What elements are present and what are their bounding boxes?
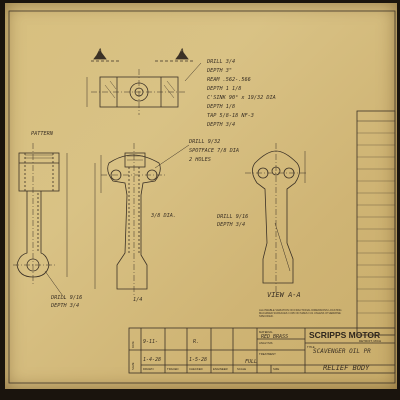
scale-label: SCALE bbox=[237, 367, 246, 371]
scale-value: FULL bbox=[245, 359, 257, 365]
role-drawn: DRAWN bbox=[143, 367, 153, 371]
view-label-a-a: VIEW A-A bbox=[267, 291, 301, 299]
title-block bbox=[128, 327, 396, 374]
section-label-a-right: A bbox=[178, 48, 184, 58]
mid-notes: DRILL 9/32 SPOTFACE 7/8 DIA 2 HOLES bbox=[188, 139, 242, 163]
section-view-a-a bbox=[245, 143, 307, 293]
drill-note-right-line: DRILL 9/16 bbox=[216, 214, 248, 220]
center-view bbox=[94, 143, 167, 297]
material-label: MATERIAL bbox=[259, 330, 273, 334]
company-city: DETROIT, MICH bbox=[359, 339, 381, 343]
top-note-line: DEPTH 3/4 bbox=[206, 122, 235, 128]
drill-note-left-line: DEPTH 3/4 bbox=[50, 303, 79, 309]
side-label-date: DATE bbox=[131, 341, 135, 348]
row2-date: 1-4-28 bbox=[143, 357, 161, 363]
spec-note-wrapper: ALLOWABLE VARIATION ON FRACTIONAL DIMENS… bbox=[259, 309, 342, 319]
treatment-label: TREATMENT bbox=[259, 352, 276, 356]
dim-note-quarter: 1/4 bbox=[133, 297, 142, 303]
role-checked: CHECKED bbox=[189, 367, 203, 371]
section-arrow-left bbox=[93, 50, 107, 60]
analysis-label: ANALYSIS bbox=[259, 341, 273, 345]
section-label-a-left: A bbox=[96, 48, 102, 58]
row2-name: 1-5-28 bbox=[189, 357, 207, 363]
top-note-line: C'SINK 90° x 19/32 DIA bbox=[207, 95, 276, 101]
drawing-sheet: A A DRILL 3/4 DEPTH 3" REAM .562-.566 DE… bbox=[5, 3, 397, 389]
top-notes: DRILL 3/4 DEPTH 3" REAM .562-.566 DEPTH … bbox=[206, 59, 279, 128]
title-line-2: RELIEF BODY bbox=[323, 364, 370, 372]
mid-note-line: DRILL 9/32 bbox=[188, 139, 220, 145]
drill-note-right-line: DEPTH 3/4 bbox=[216, 222, 245, 228]
technical-drawing: A A DRILL 3/4 DEPTH 3" REAM .562-.566 DE… bbox=[8, 10, 396, 384]
row1-date: 9-11- bbox=[143, 339, 158, 345]
left-view bbox=[13, 143, 68, 285]
title-label: TITLE bbox=[307, 345, 315, 349]
mid-note-line: 2 HOLES bbox=[189, 157, 211, 163]
top-note-line: DEPTH 3" bbox=[206, 68, 232, 74]
top-note-line: DRILL 3/4 bbox=[206, 59, 235, 65]
section-arrow-right bbox=[175, 50, 189, 60]
title-line-1: SCAVENGER OIL PR bbox=[313, 348, 371, 355]
company-name: SCRIPPS MOTOR bbox=[309, 330, 380, 340]
mid-note-line: SPOTFACE 7/8 DIA bbox=[189, 148, 239, 154]
material-value: RED BRASS bbox=[261, 334, 288, 340]
top-note-line: REAM .562-.566 bbox=[207, 77, 251, 83]
top-note-line: DEPTH 1/8 bbox=[206, 104, 235, 110]
drill-note-left: DRILL 9/16 DEPTH 3/4 bbox=[50, 295, 85, 309]
drill-note-left-line: DRILL 9/16 bbox=[50, 295, 82, 301]
side-label-name: NAME bbox=[131, 362, 135, 370]
revision-panel bbox=[356, 110, 396, 336]
role-engineer: ENGINEER bbox=[213, 367, 228, 371]
spec-note: ALLOWABLE VARIATION ON FRACTIONAL DIMENS… bbox=[259, 309, 342, 319]
top-note-line: TAP 5/8-18 NF-3 bbox=[207, 113, 254, 119]
top-note-line: DEPTH 1 1/8 bbox=[206, 86, 241, 92]
role-traced: TRACED bbox=[167, 367, 179, 371]
pattern-note: PATTERN bbox=[31, 131, 54, 137]
top-view bbox=[86, 69, 187, 115]
drill-note-right: DRILL 9/16 DEPTH 3/4 bbox=[216, 214, 251, 228]
revision-panel-lines bbox=[357, 132, 395, 314]
size-label: SIZE bbox=[273, 367, 279, 371]
dia-note: 3/8 DIA. bbox=[150, 213, 176, 219]
row1-name: R. bbox=[193, 339, 199, 345]
